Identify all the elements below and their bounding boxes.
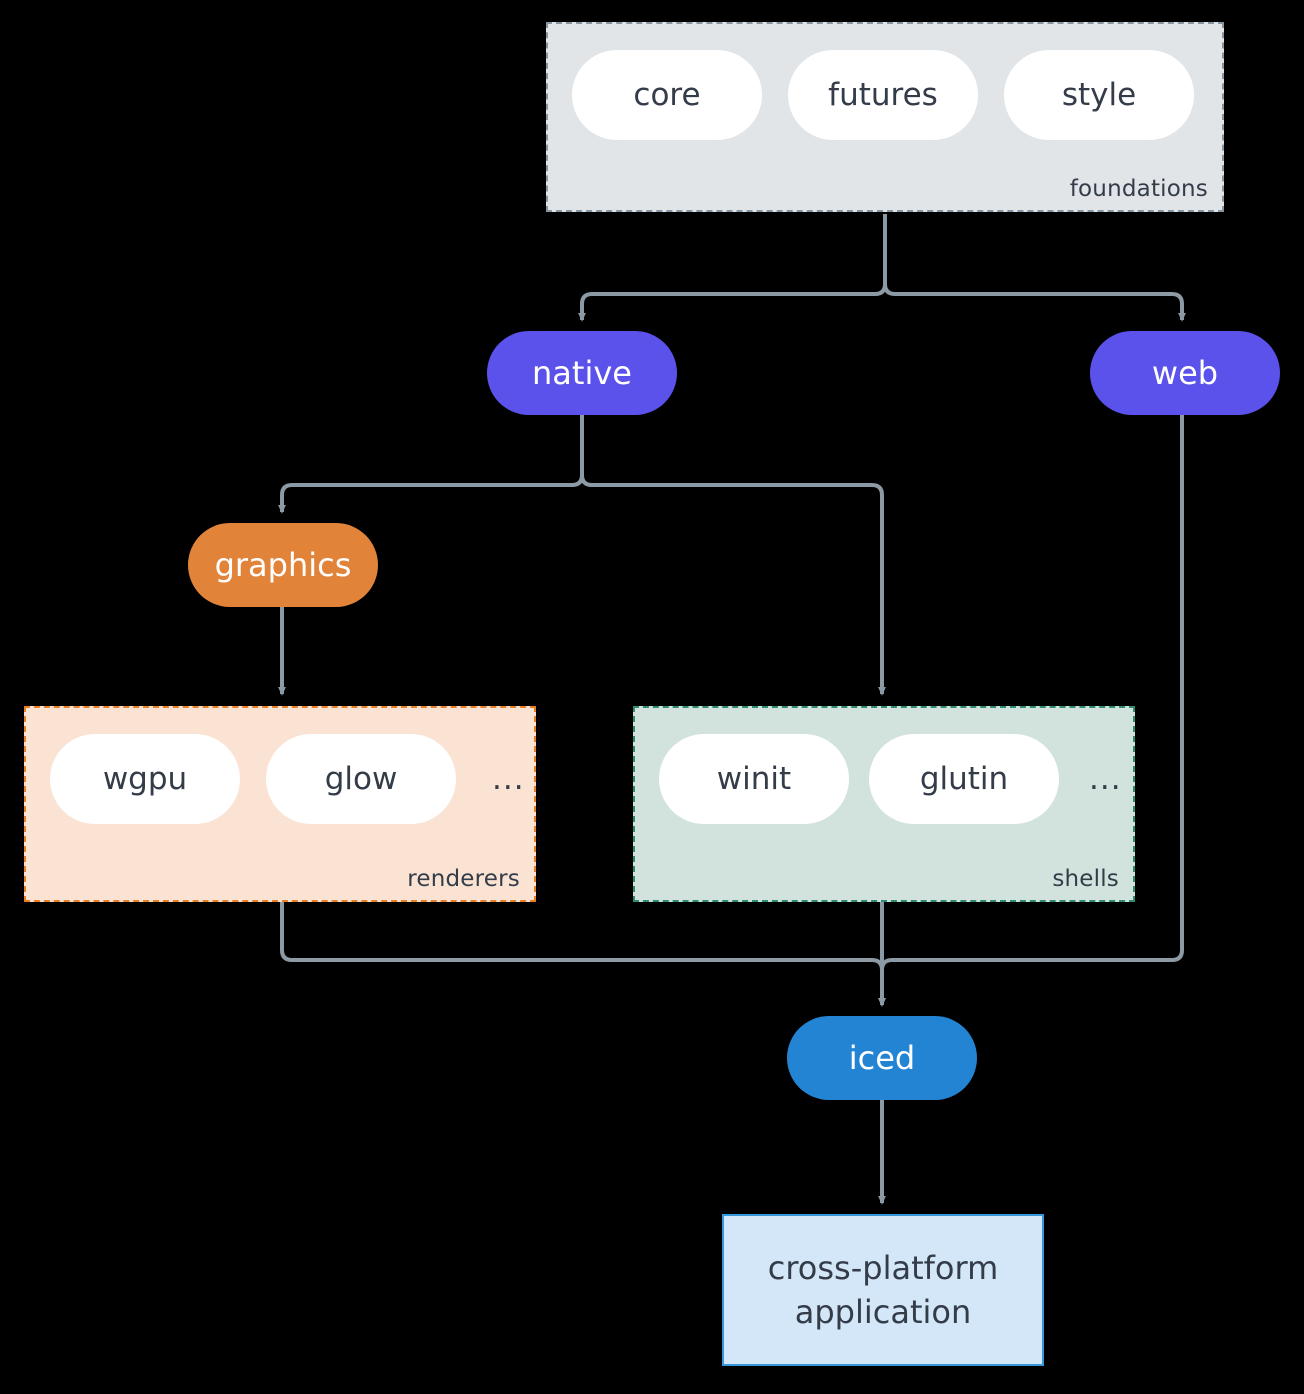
- application-line-2: application: [794, 1293, 972, 1331]
- application-line-1: cross-platform: [767, 1248, 999, 1287]
- edge-native-graphics: [278, 415, 584, 514]
- node-glutin[interactable]: glutin: [869, 734, 1059, 824]
- node-iced[interactable]: iced: [787, 1016, 977, 1100]
- node-graphics[interactable]: graphics: [188, 523, 378, 607]
- edge-renderers-iced: [280, 902, 886, 1007]
- edge-foundations-web: [883, 214, 1186, 322]
- node-core[interactable]: core: [572, 50, 762, 140]
- renderers-more-ellipsis: ...: [492, 761, 525, 797]
- node-glow[interactable]: glow: [266, 734, 456, 824]
- cluster-renderers-items: wgpu glow ...: [50, 734, 535, 824]
- shells-more-ellipsis: ...: [1089, 761, 1122, 797]
- node-wgpu[interactable]: wgpu: [50, 734, 240, 824]
- node-native[interactable]: native: [487, 331, 677, 415]
- edge-native-shells: [580, 415, 886, 696]
- node-web[interactable]: web: [1090, 331, 1280, 415]
- cluster-foundations-items: core futures style: [572, 50, 1194, 140]
- node-cross-platform-application[interactable]: cross-platform application: [722, 1214, 1044, 1366]
- cluster-foundations[interactable]: core futures style foundations: [546, 22, 1224, 212]
- cluster-foundations-label: foundations: [1069, 176, 1208, 202]
- node-winit[interactable]: winit: [659, 734, 849, 824]
- edge-foundations-native: [578, 214, 887, 322]
- cluster-shells-label: shells: [1052, 866, 1119, 892]
- node-style[interactable]: style: [1004, 50, 1194, 140]
- cluster-shells-items: winit glutin ...: [659, 734, 1132, 824]
- cluster-renderers-label: renderers: [407, 866, 520, 892]
- cluster-renderers[interactable]: wgpu glow ... renderers: [24, 706, 536, 902]
- cluster-shells[interactable]: winit glutin ... shells: [633, 706, 1135, 902]
- node-futures[interactable]: futures: [788, 50, 978, 140]
